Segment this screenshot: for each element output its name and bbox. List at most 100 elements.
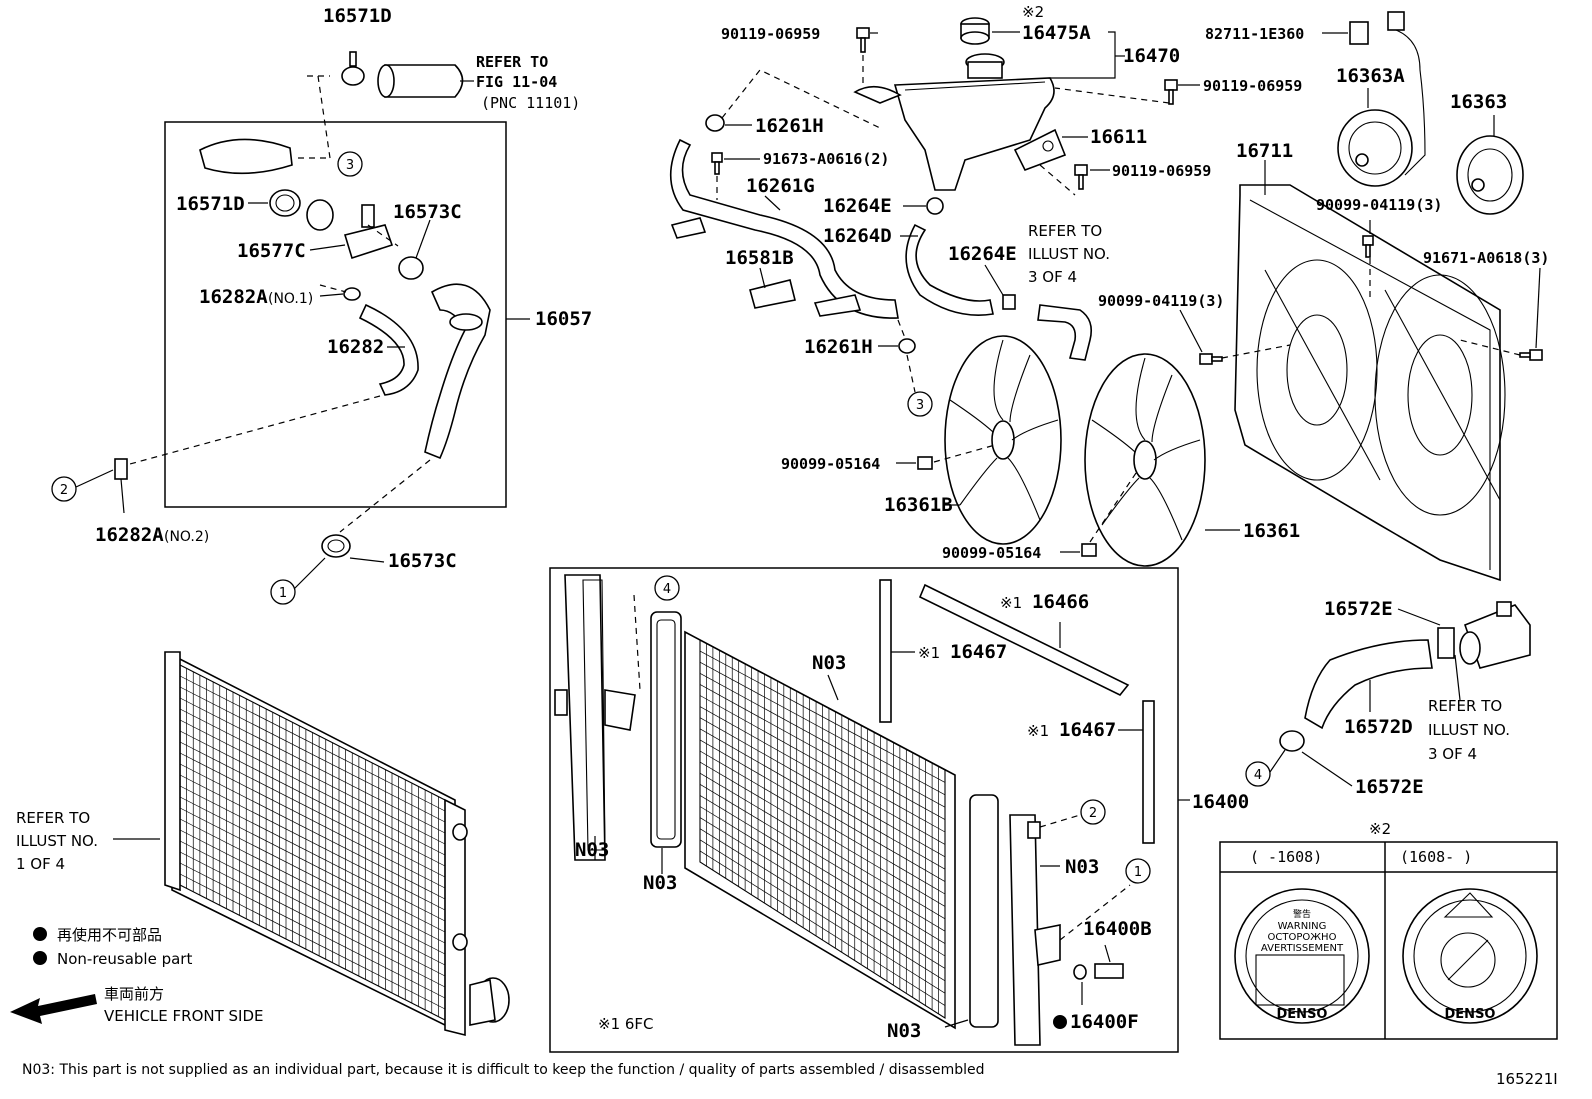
fig-number: 165221I	[1496, 1070, 1558, 1088]
label-refer-il1-1: REFER TO	[16, 809, 90, 827]
bolt-90119-b	[1164, 79, 1178, 105]
label-90099-04119-a: 90099-04119(3)	[1316, 196, 1442, 214]
clamp-16264e-b	[1002, 294, 1016, 310]
label-16282a-no2-note: (NO.2)	[164, 529, 209, 545]
label-16400b: 16400B	[1083, 918, 1152, 940]
hose-16264d	[905, 223, 994, 316]
clamp-16573c-b	[321, 534, 351, 558]
label-16264d: 16264D	[823, 225, 892, 247]
label-16571d: 16571D	[176, 193, 245, 215]
label-16475a: 16475A	[1022, 22, 1091, 44]
callout-1-center: 1	[1125, 858, 1151, 884]
label-n03-right-tank: N03	[1065, 856, 1099, 878]
label-16711: 16711	[1236, 140, 1293, 162]
label-82711: 82711-1E360	[1205, 25, 1304, 43]
svg-text:1: 1	[1134, 865, 1142, 880]
gasket-right-n03	[969, 794, 999, 1028]
label-16282a-no1: 16282A	[199, 286, 268, 308]
label-16363: 16363	[1450, 91, 1507, 113]
cap-warning-en: WARNING	[1278, 921, 1327, 932]
label-refer-fig-3: (PNC 11101)	[481, 94, 580, 112]
lower-hose	[424, 283, 491, 460]
outlet-16577c	[306, 199, 394, 260]
label-16261h-a: 16261H	[755, 115, 824, 137]
gasket-left-n03	[650, 611, 682, 848]
hose-kit-frame	[164, 121, 507, 508]
cap-warning-ru: ОСТОРОЖНО	[1268, 932, 1337, 943]
label-90119-c: 90119-06959	[1112, 162, 1211, 180]
label-refer-il3b-3: 3 OF 4	[1428, 745, 1477, 763]
label-90119-b: 90119-06959	[1203, 77, 1302, 95]
core-n03	[684, 630, 956, 1030]
label-16467-a-mark: ※1	[918, 644, 940, 662]
bolt-90119-a	[856, 27, 870, 53]
label-6fc: ※1 6FC	[598, 1015, 654, 1033]
clamp-16572e-b	[1279, 730, 1305, 752]
connector-82711	[1349, 11, 1426, 176]
clamp-16261h-b	[898, 338, 916, 354]
label-mark-x2-cap: ※2	[1022, 3, 1044, 21]
label-16057: 16057	[535, 308, 592, 330]
callout-4-right: 4	[1245, 761, 1271, 787]
label-16467-a: 16467	[950, 641, 1007, 663]
callout-2-center: 2	[1080, 799, 1106, 825]
label-16611: 16611	[1090, 126, 1147, 148]
clamp-16573c-a	[398, 256, 424, 280]
callout-2-left: 2	[51, 476, 77, 502]
seal-16467-a	[879, 579, 892, 723]
label-16264e-a: 16264E	[823, 195, 892, 217]
label-90099-04119-b: 90099-04119(3)	[1098, 292, 1224, 310]
label-refer-il3b-1: REFER TO	[1428, 697, 1502, 715]
svg-text:2: 2	[1089, 806, 1097, 821]
label-refer-il3-1: REFER TO	[1028, 222, 1102, 240]
bolt-91673	[711, 152, 723, 175]
tank-right-n03	[1009, 814, 1061, 1046]
elbow-pipe	[1037, 304, 1093, 361]
label-refer-il1-3: 1 OF 4	[16, 855, 65, 873]
label-16361: 16361	[1243, 520, 1300, 542]
bolt-90119-c	[1074, 164, 1088, 190]
callout-1-left: 1	[270, 579, 296, 605]
label-refer-il1-2: ILLUST NO.	[16, 832, 98, 850]
label-16466-mark: ※1	[1000, 594, 1022, 612]
svg-text:3: 3	[916, 398, 924, 413]
label-refer-il3-2: ILLUST NO.	[1028, 245, 1110, 263]
bracket-tank	[853, 85, 902, 104]
label-16581b: 16581B	[725, 247, 794, 269]
bracket-16581b	[670, 217, 862, 317]
cap-16475a	[960, 17, 990, 45]
label-16400f: 16400F	[1070, 1011, 1139, 1033]
legend-dot-en	[33, 951, 47, 965]
label-refer-il3b-2: ILLUST NO.	[1428, 721, 1510, 739]
bolt-90099-04119-b	[1199, 353, 1223, 365]
label-16282a-no1-note: (NO.1)	[268, 291, 313, 307]
clip-16282a-no2	[114, 458, 128, 480]
svg-text:4: 4	[663, 582, 671, 597]
label-16577c: 16577C	[237, 240, 306, 262]
cap-table	[1219, 841, 1558, 1040]
label-90099-05164-b: 90099-05164	[942, 544, 1041, 562]
radiator-kit-frame	[549, 567, 1179, 1053]
label-16466: 16466	[1032, 591, 1089, 613]
cap-col-right: (1608- )	[1400, 848, 1472, 866]
label-n03-left-tank: N03	[575, 839, 609, 861]
legend-jp: 再使用不可部品	[57, 926, 162, 944]
fan-16361	[1084, 353, 1206, 567]
cap-warning-fr: AVERTISSEMENT	[1261, 943, 1344, 954]
legend-dot-jp	[33, 927, 47, 941]
seal-16466	[918, 583, 1130, 697]
label-refer-fig-2: FIG 11-04	[476, 73, 557, 91]
label-90099-05164-a: 90099-05164	[781, 455, 880, 473]
fan-16361b	[944, 335, 1062, 545]
core-grid	[699, 643, 946, 1014]
hose-16261g	[669, 138, 899, 319]
clip-16282a-no1	[343, 287, 361, 301]
callout-3-mid: 3	[907, 391, 933, 417]
label-90119-a: 90119-06959	[721, 25, 820, 43]
cap-brand-right: DENSO	[1445, 1007, 1496, 1022]
cap-warning-jp: 警告	[1293, 908, 1311, 920]
label-16363a: 16363A	[1336, 65, 1405, 87]
non-reusable-dot	[1053, 1015, 1067, 1029]
label-16467-b-mark: ※1	[1027, 722, 1049, 740]
